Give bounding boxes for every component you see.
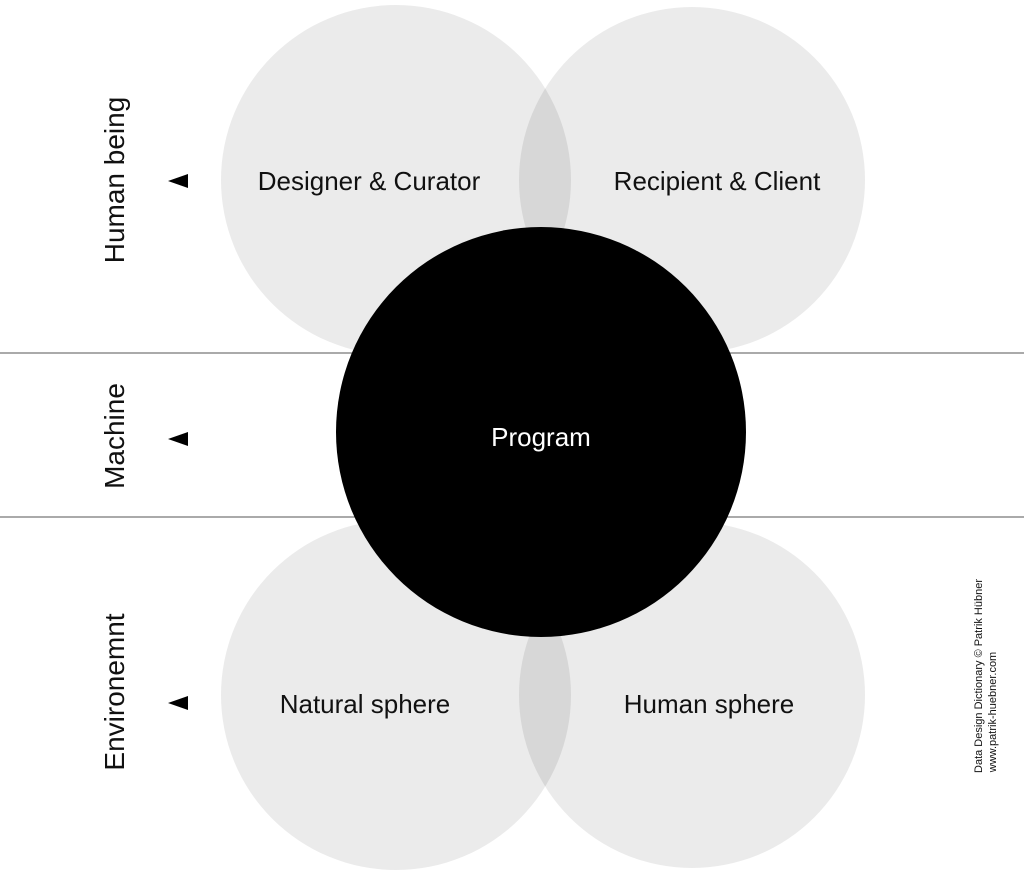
row-label-machine: Machine — [99, 383, 130, 489]
credit-line-2: www.patrik-huebner.com — [987, 652, 999, 773]
row-label-human-being: Human being — [99, 97, 130, 264]
arrow-left-icon — [168, 174, 188, 188]
program-circle — [336, 227, 746, 637]
row-label-environment: Environemnt — [99, 613, 130, 770]
arrow-left-icon — [168, 696, 188, 710]
recipient-client-label: Recipient & Client — [614, 166, 821, 196]
credit-line-1: Data Design Dictionary © Patrik Hübner — [973, 579, 985, 773]
program-label: Program — [491, 422, 591, 452]
natural-sphere-label: Natural sphere — [280, 689, 451, 719]
designer-curator-label: Designer & Curator — [258, 166, 481, 196]
arrow-left-icon — [168, 432, 188, 446]
human-sphere-label: Human sphere — [624, 689, 795, 719]
